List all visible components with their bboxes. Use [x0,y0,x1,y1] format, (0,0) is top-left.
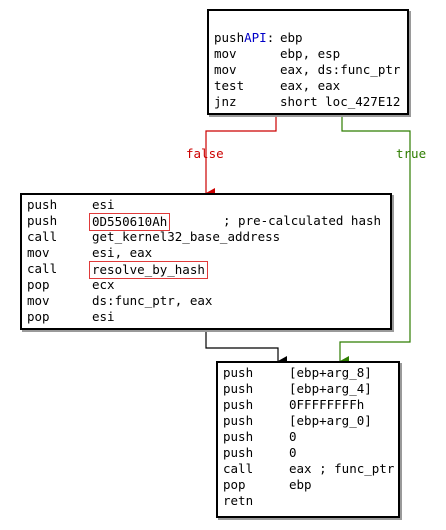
false-edge [205,115,277,198]
operand: [ebp+arg_8] [289,365,372,380]
mnemonic: call [27,229,58,244]
highlighted-operand: 0D550610Ah [89,213,171,231]
comment: ; pre-calculated hash [223,213,382,228]
mnemonic: push [223,429,254,444]
mnemonic: retn [223,493,254,508]
mnemonic: call [27,261,58,276]
mnemonic: push [223,397,254,412]
operand: eax, ds:func_ptr [280,62,401,77]
operand: short loc_427E12 [280,94,401,109]
operand: [ebp+arg_0] [289,413,372,428]
operand: 0 [289,429,297,444]
mnemonic: push [223,381,254,396]
operand: ebp, esp [280,46,341,61]
mnemonic: push [223,365,254,380]
highlighted-operand: resolve_by_hash [89,261,208,279]
mnemonic: mov [27,245,50,260]
mnemonic: push [223,445,254,460]
operand: esi, eax [92,245,153,260]
mnemonic: pop [27,277,50,292]
operand: eax ; func_ptr [289,461,395,476]
resolve-block: push esi push 0D550610Ah ; pre-calculated ha… [20,193,392,330]
operand: ds:func_ptr, eax [92,293,213,308]
operand: esi [92,197,115,212]
mnemonic: push [27,197,58,212]
mnemonic: push [223,413,254,428]
operand: ecx [92,277,115,292]
mnemonic: mov [27,293,50,308]
mnemonic: test [214,78,245,93]
fallthrough-edge [205,330,287,366]
mnemonic: jnz [214,94,237,109]
false-edge-label: false [186,146,224,161]
operand: ebp [280,30,303,45]
operand: 0 [289,445,297,460]
operand: ebp [289,477,312,492]
true-edge [339,115,411,366]
mnemonic: pop [27,309,50,324]
mnemonic: pop [223,477,246,492]
mnemonic: mov [214,62,237,77]
entry-label-line: API: [244,30,275,45]
operand: eax, eax [280,78,341,93]
entry-block: API: push ebp mov ebp, esp mov eax, ds:func_p… [207,9,409,115]
operand: 0FFFFFFFFh [289,397,365,412]
operand: [ebp+arg_4] [289,381,372,396]
mnemonic: mov [214,46,237,61]
mnemonic: push [27,213,58,228]
mnemonic: call [223,461,254,476]
operand: esi [92,309,115,324]
mnemonic: push [214,30,245,45]
function-label: API [244,30,267,45]
true-edge-label: true [396,146,427,161]
operand: get_kernel32_base_address [92,229,281,244]
